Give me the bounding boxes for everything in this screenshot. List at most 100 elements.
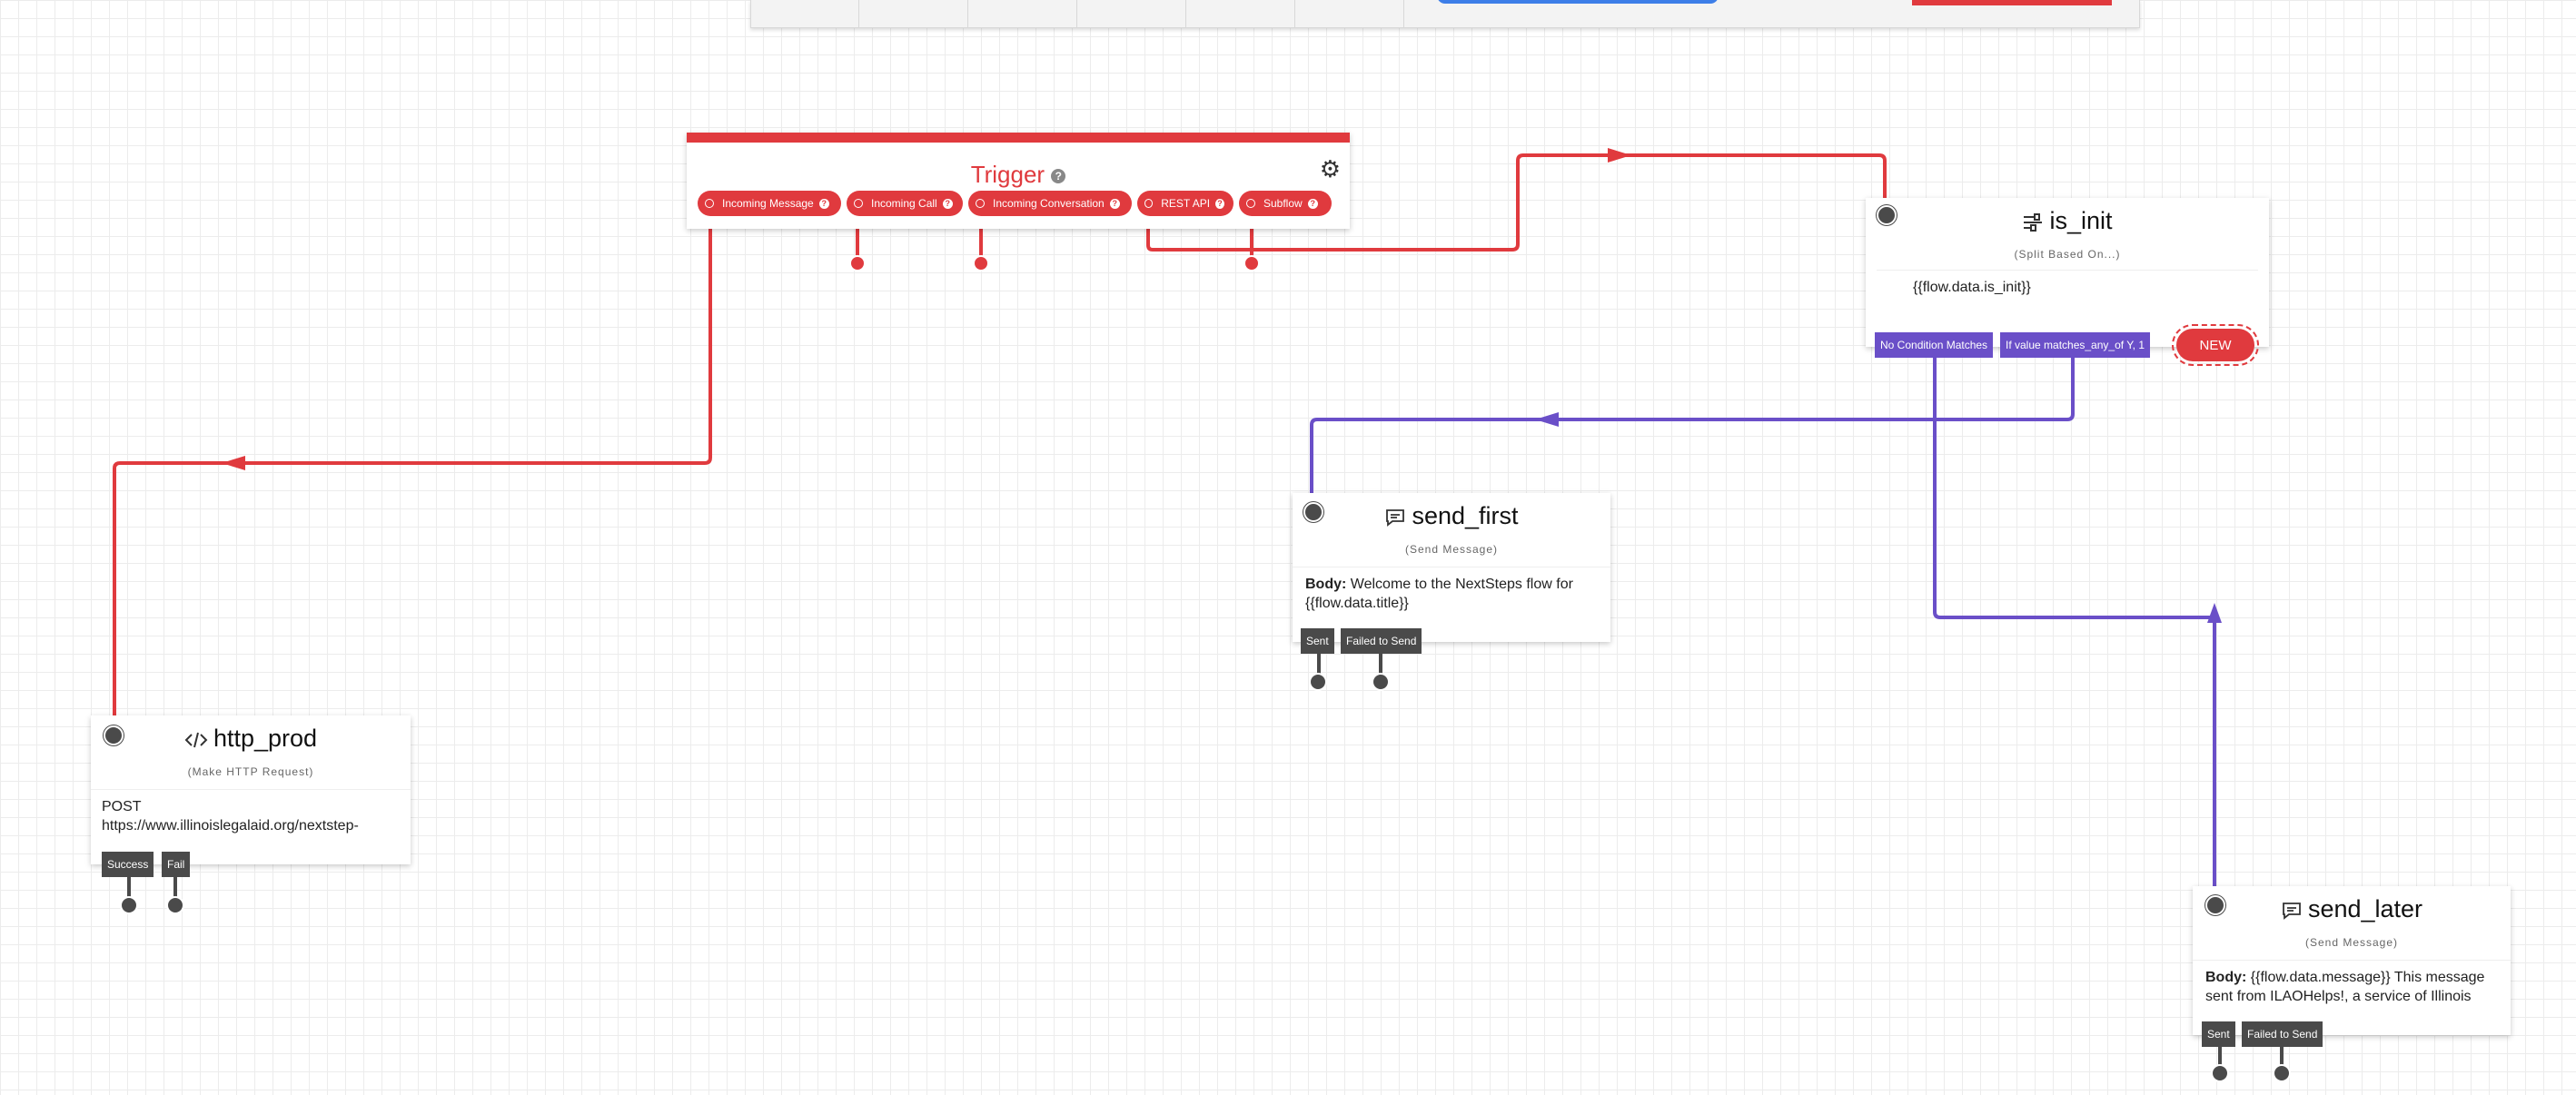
wire-rest-api [1146, 153, 1887, 252]
node-body: Body: {{flow.data.message}} This message… [2193, 960, 2511, 1006]
exit-stem [173, 877, 177, 897]
pill-incoming-call[interactable]: Incoming Call? [847, 191, 963, 216]
http-method: POST [102, 799, 142, 814]
pill-label: REST API [1161, 197, 1211, 210]
exit-dot-fail[interactable] [166, 896, 184, 914]
exit-dot-sent[interactable] [1309, 673, 1327, 691]
pill-subflow[interactable]: Subflow? [1239, 191, 1332, 216]
connector-ring-icon [976, 199, 985, 208]
exit-fail[interactable]: Fail [162, 852, 191, 877]
wire-if-value-matches [1310, 356, 2075, 499]
pill-rest-api[interactable]: REST API? [1137, 191, 1234, 216]
node-title-text: send_first [1412, 502, 1519, 529]
help-icon[interactable]: ? [1051, 169, 1066, 184]
exit-failed-to-send[interactable]: Failed to Send [1341, 628, 1422, 654]
message-icon [2283, 902, 2301, 920]
exit-dot-failed[interactable] [1372, 673, 1390, 691]
node-body: POST https://www.illinoislegalaid.org/ne… [91, 789, 411, 835]
exit-stem [1379, 654, 1382, 674]
gears-icon[interactable]: ⚙ [1319, 155, 1341, 182]
toolbar-cell[interactable] [751, 0, 859, 27]
is-init-node[interactable]: is_init (Split Based On...) {{flow.data.… [1866, 198, 2269, 347]
help-icon[interactable]: ? [1215, 198, 1224, 209]
exit-failed-to-send[interactable]: Failed to Send [2242, 1021, 2323, 1047]
node-title-text: http_prod [213, 725, 318, 752]
split-icon [2024, 212, 2043, 232]
exit-if-value-matches[interactable]: If value matches_any_of Y, 1 [2000, 332, 2150, 358]
wire-arrow [1535, 412, 1559, 427]
help-icon[interactable]: ? [942, 198, 953, 209]
exit-dot-success[interactable] [120, 896, 138, 914]
trigger-title: Trigger ? [687, 161, 1350, 189]
input-handle[interactable] [2205, 895, 2225, 915]
node-title: send_later [2193, 886, 2511, 923]
exit-sent[interactable]: Sent [1301, 628, 1334, 654]
node-body: Body: Welcome to the NextSteps flow for … [1293, 567, 1610, 613]
help-icon[interactable]: ? [1109, 198, 1120, 209]
code-icon [184, 732, 208, 748]
exit-stem [2218, 1047, 2222, 1065]
toolbar-red-button[interactable] [1912, 0, 2112, 5]
exit-dot-failed[interactable] [2273, 1064, 2291, 1082]
node-subtitle: (Make HTTP Request) [187, 765, 314, 778]
node-title: http_prod [91, 715, 411, 753]
top-toolbar [750, 0, 2140, 28]
message-icon [1386, 508, 1405, 527]
toolbar-cell[interactable] [1185, 0, 1295, 27]
http-prod-node[interactable]: http_prod (Make HTTP Request) POST https… [91, 715, 411, 864]
connector-ring-icon [1144, 199, 1154, 208]
output-dot-incoming-conversation[interactable] [973, 255, 989, 271]
input-handle[interactable] [1303, 502, 1323, 522]
http-url: https://www.illinoislegalaid.org/nextste… [102, 818, 359, 834]
node-title-text: send_later [2307, 895, 2423, 922]
pill-incoming-message[interactable]: Incoming Message? [698, 191, 841, 216]
output-dot-incoming-call[interactable] [849, 255, 866, 271]
node-body: {{flow.data.is_init}} [1877, 270, 2258, 305]
output-dot-subflow[interactable] [1243, 255, 1260, 271]
wire-arrow [222, 456, 245, 470]
wire-no-condition [1933, 356, 2216, 892]
toolbar-blue-button[interactable] [1437, 0, 1719, 4]
new-transition-button[interactable]: NEW [2172, 324, 2259, 366]
node-subtitle: (Send Message) [2304, 936, 2399, 949]
node-title: is_init [1866, 198, 2269, 235]
input-handle[interactable] [1877, 205, 1897, 225]
toolbar-cell[interactable] [967, 0, 1077, 27]
exit-no-condition-matches[interactable]: No Condition Matches [1875, 332, 1994, 358]
toolbar-cell[interactable] [1294, 0, 1404, 27]
exit-stem [2280, 1047, 2284, 1065]
pill-label: Incoming Message [722, 197, 814, 210]
help-icon[interactable]: ? [1307, 198, 1318, 209]
send-first-node[interactable]: send_first (Send Message) Body: Welcome … [1293, 493, 1610, 642]
pill-label: Incoming Conversation [993, 197, 1105, 210]
wire-arrow [2207, 603, 2222, 623]
send-later-node[interactable]: send_later (Send Message) Body: {{flow.d… [2193, 886, 2511, 1035]
trigger-title-text: Trigger [970, 161, 1045, 188]
exit-dot-sent[interactable] [2211, 1064, 2229, 1082]
body-label: Body: [1305, 577, 1347, 592]
node-title-text: is_init [2049, 207, 2113, 234]
wire-arrow [1608, 148, 1631, 163]
body-label: Body: [2205, 970, 2247, 985]
node-title: send_first [1293, 493, 1610, 530]
toolbar-cell[interactable] [858, 0, 968, 27]
pill-label: Incoming Call [871, 197, 937, 210]
pill-label: Subflow [1263, 197, 1303, 210]
wire-incoming-message [113, 211, 712, 719]
node-subtitle: (Send Message) [1404, 543, 1499, 556]
connector-ring-icon [854, 199, 863, 208]
exit-stem [1317, 654, 1321, 674]
connector-ring-icon [705, 199, 714, 208]
connector-ring-icon [1246, 199, 1255, 208]
body-text: Welcome to the NextSteps flow for {{flow… [1305, 577, 1573, 611]
input-handle[interactable] [104, 725, 124, 745]
exit-success[interactable]: Success [102, 852, 154, 877]
exit-sent[interactable]: Sent [2202, 1021, 2235, 1047]
exit-stem [127, 877, 131, 897]
body-text: {{flow.data.message}} This message sent … [2205, 970, 2485, 1004]
help-icon[interactable]: ? [818, 198, 829, 209]
toolbar-cell[interactable] [1076, 0, 1186, 27]
pill-incoming-conversation[interactable]: Incoming Conversation? [968, 191, 1132, 216]
node-subtitle: (Split Based On...) [2014, 248, 2121, 261]
